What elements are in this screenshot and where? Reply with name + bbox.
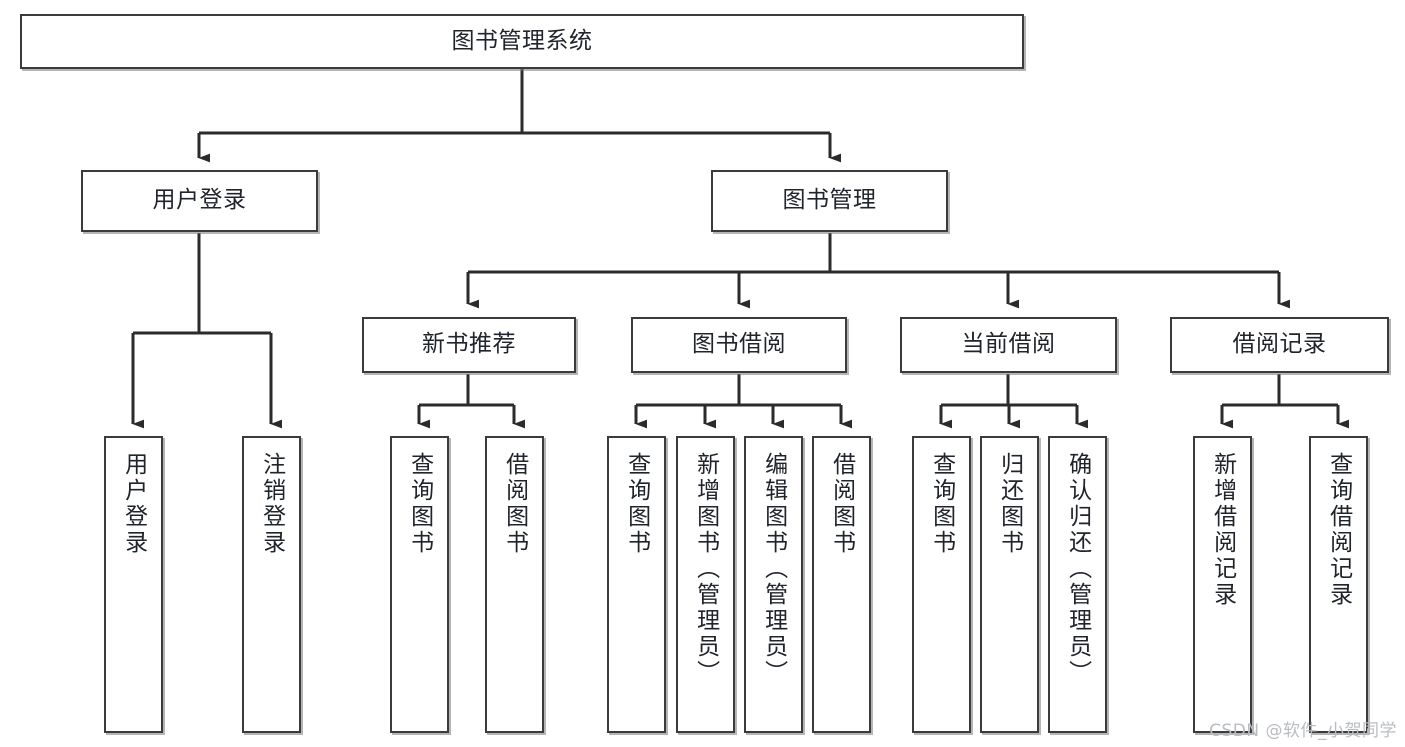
node-borrow-record-label: 借阅记录 bbox=[1232, 331, 1327, 358]
node-leaf-query-book-borrow-label: 查询图书 bbox=[623, 452, 650, 556]
node-leaf-borrow-book[interactable]: 借阅图书 bbox=[812, 436, 871, 733]
node-leaf-query-book-current-label: 查询图书 bbox=[928, 452, 955, 556]
node-leaf-edit-book-label: 编辑图书（管理员） bbox=[760, 452, 787, 686]
node-leaf-borrow-book-recommend[interactable]: 借阅图书 bbox=[485, 436, 544, 733]
node-leaf-borrow-book-recommend-label: 借阅图书 bbox=[501, 452, 528, 556]
node-new-book-recommend[interactable]: 新书推荐 bbox=[362, 317, 576, 373]
node-leaf-add-borrow-record-label: 新增借阅记录 bbox=[1209, 452, 1236, 608]
node-leaf-confirm-return-label: 确认归还（管理员） bbox=[1064, 452, 1091, 686]
node-leaf-user-login-label: 用户登录 bbox=[120, 452, 147, 556]
node-book-borrow[interactable]: 图书借阅 bbox=[631, 317, 847, 373]
node-current-borrow[interactable]: 当前借阅 bbox=[900, 317, 1117, 373]
node-leaf-query-book-recommend[interactable]: 查询图书 bbox=[390, 436, 449, 733]
node-root-label: 图书管理系统 bbox=[451, 27, 593, 54]
node-book-manage-label: 图书管理 bbox=[782, 187, 877, 214]
node-root[interactable]: 图书管理系统 bbox=[20, 14, 1024, 69]
node-leaf-confirm-return[interactable]: 确认归还（管理员） bbox=[1048, 436, 1107, 733]
node-leaf-return-book-label: 归还图书 bbox=[996, 452, 1023, 556]
node-new-book-recommend-label: 新书推荐 bbox=[422, 331, 516, 358]
node-leaf-logout-login-label: 注销登录 bbox=[258, 452, 285, 556]
node-book-manage[interactable]: 图书管理 bbox=[711, 170, 948, 232]
node-book-borrow-label: 图书借阅 bbox=[692, 331, 786, 358]
node-current-borrow-label: 当前借阅 bbox=[961, 331, 1056, 358]
node-leaf-logout-login[interactable]: 注销登录 bbox=[242, 436, 301, 733]
node-user-login-label: 用户登录 bbox=[152, 187, 247, 214]
node-leaf-query-borrow-record-label: 查询借阅记录 bbox=[1325, 452, 1352, 608]
node-user-login[interactable]: 用户登录 bbox=[81, 170, 318, 232]
node-leaf-add-book-label: 新增图书（管理员） bbox=[692, 452, 719, 686]
node-leaf-edit-book[interactable]: 编辑图书（管理员） bbox=[744, 436, 803, 733]
node-leaf-query-book-current[interactable]: 查询图书 bbox=[912, 436, 971, 733]
node-borrow-record[interactable]: 借阅记录 bbox=[1170, 317, 1389, 373]
node-leaf-return-book[interactable]: 归还图书 bbox=[980, 436, 1039, 733]
node-leaf-query-book-recommend-label: 查询图书 bbox=[406, 452, 433, 556]
node-leaf-borrow-book-label: 借阅图书 bbox=[828, 452, 855, 556]
node-leaf-query-book-borrow[interactable]: 查询图书 bbox=[607, 436, 666, 733]
node-leaf-add-borrow-record[interactable]: 新增借阅记录 bbox=[1193, 436, 1252, 733]
node-leaf-add-book[interactable]: 新增图书（管理员） bbox=[676, 436, 735, 733]
node-leaf-user-login[interactable]: 用户登录 bbox=[104, 436, 163, 733]
node-leaf-query-borrow-record[interactable]: 查询借阅记录 bbox=[1309, 436, 1368, 733]
